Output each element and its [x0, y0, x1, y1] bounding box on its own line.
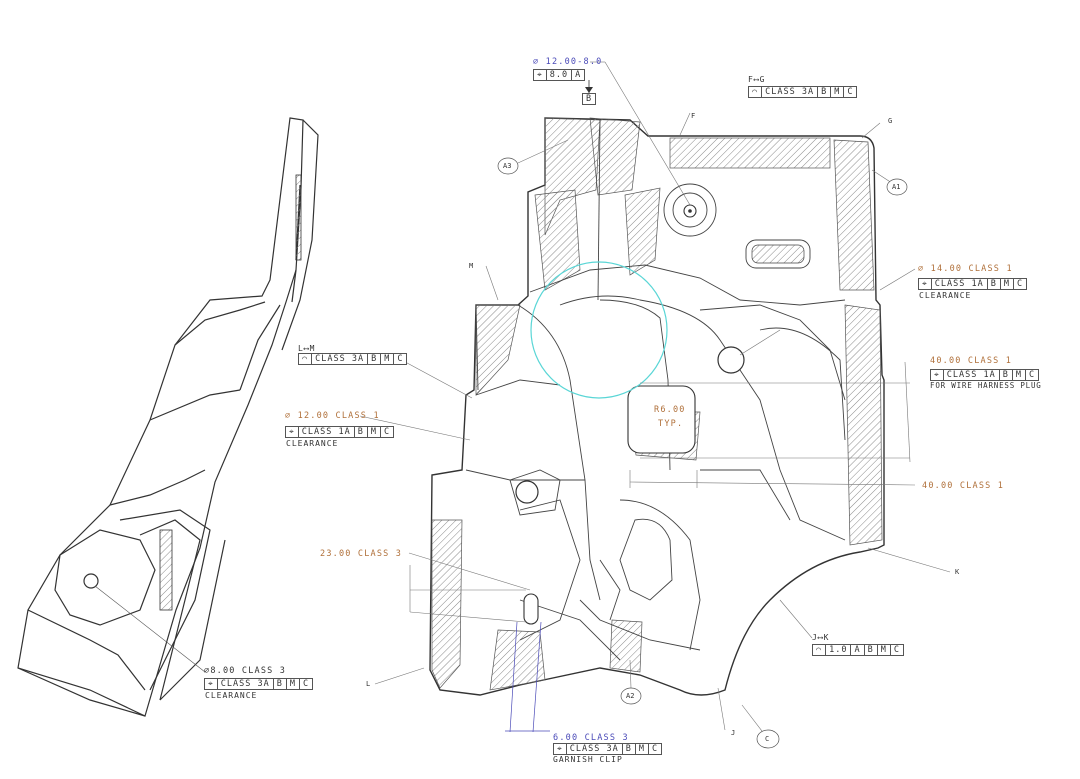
datum-b-box: B — [582, 93, 597, 105]
position-icon: ⌖ — [931, 370, 944, 380]
profile-icon: ⌒ — [299, 354, 313, 364]
profile-icon: ⌒ — [813, 645, 827, 655]
left-hole-dimension: ⌀ 12.00 CLASS 1 — [285, 411, 380, 421]
left-hole-note: CLEARANCE — [286, 439, 339, 448]
right-hole-fcf: ⌖ CLASS 1A B M C — [918, 278, 1028, 290]
side-hole-fcf: ⌖ CLASS 3A B M C — [204, 678, 314, 690]
front-view-part — [429, 117, 885, 696]
jk-profile-label: J⟷K — [812, 633, 830, 642]
datum-m-label: M — [469, 262, 474, 270]
leader-line — [94, 585, 206, 673]
profile-icon: ⌒ — [749, 87, 763, 97]
datum-l-label: L — [366, 680, 371, 688]
clip-dimension: 6.00 CLASS 3 — [553, 733, 629, 743]
datum-c-label: C — [765, 735, 770, 743]
position-icon: ⌖ — [534, 70, 547, 80]
side-view-hole — [83, 573, 99, 589]
clip-dimension — [505, 621, 550, 733]
harness-note: FOR WIRE HARNESS PLUG — [930, 381, 1042, 390]
lm-profile-label: L⟷M — [298, 344, 316, 353]
highlight-circle — [530, 261, 668, 399]
datum-a1-label: A1 — [892, 183, 901, 191]
left-hole-fcf: ⌖ CLASS 1A B M C — [285, 426, 395, 438]
clip-note: GARNISH CLIP — [553, 755, 623, 764]
side-hole-dimension: ⌀8.00 CLASS 3 — [204, 666, 287, 676]
jk-profile-fcf: ⌒ 1.0 A B M C — [812, 644, 904, 656]
datum-a3-label: A3 — [503, 162, 512, 170]
top-hole-dimension: ⌀ 12.00-8.0 — [533, 57, 603, 67]
width-dimension: 40.00 CLASS 1 — [922, 481, 1005, 491]
datum-a2-label: A2 — [626, 692, 635, 700]
clip-fcf: ⌖ CLASS 3A B M C — [553, 743, 663, 755]
fg-profile-fcf: ⌒ CLASS 3A B M C — [748, 86, 858, 98]
datum-g-label: G — [888, 117, 893, 125]
side-view-part — [17, 117, 319, 717]
lm-profile-fcf: ⌒ CLASS 3A B M C — [298, 353, 408, 365]
position-icon: ⌖ — [286, 427, 299, 437]
position-icon: ⌖ — [205, 679, 218, 689]
radius-typ: TYP. — [658, 419, 684, 429]
right-hole-note: CLEARANCE — [919, 291, 972, 300]
datum-balloons — [497, 157, 908, 749]
datum-f-label: F — [691, 112, 696, 120]
datum-j-label: J — [731, 729, 736, 737]
harness-dimension: 40.00 CLASS 1 — [930, 356, 1013, 366]
fg-profile-label: F⟷G — [748, 75, 766, 84]
harness-fcf: ⌖ CLASS 1A B M C — [930, 369, 1040, 381]
right-hole-dimension: ⌀ 14.00 CLASS 1 — [918, 264, 1013, 274]
slot-height-dimension: 23.00 CLASS 3 — [320, 549, 403, 559]
radius-dimension: R6.00 — [654, 405, 686, 415]
datum-triangle-icon — [585, 80, 593, 93]
side-hole-note: CLEARANCE — [205, 691, 258, 700]
top-hole-fcf: ⌖ 8.0 A — [533, 69, 586, 81]
position-icon: ⌖ — [919, 279, 932, 289]
datum-k-label: K — [955, 568, 960, 576]
position-icon: ⌖ — [554, 744, 567, 754]
side-view-slots — [159, 174, 302, 611]
leader-lines — [359, 61, 951, 736]
